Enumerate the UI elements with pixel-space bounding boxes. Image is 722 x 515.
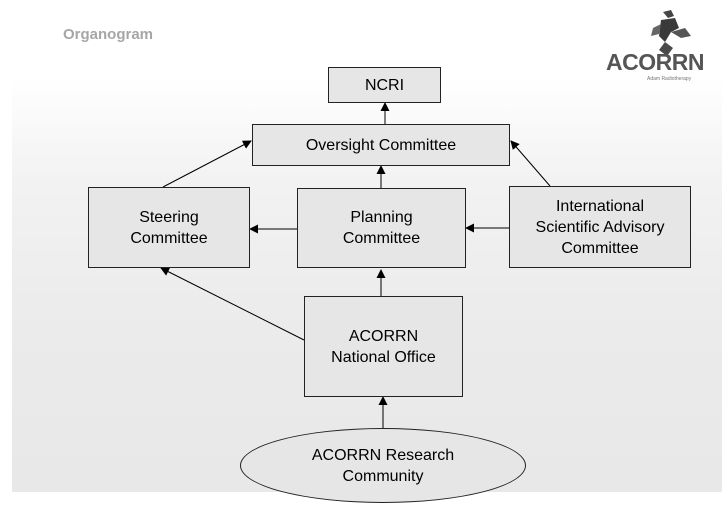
node-international-scientific-advisory-committee: International Scientific Advisory Commit… xyxy=(509,186,691,268)
node-acorrn-national-office: ACORRN National Office xyxy=(304,296,463,397)
node-isac-line1: International xyxy=(555,197,645,215)
node-acorrn-research-community: ACORRN Research Community xyxy=(240,428,526,503)
node-oversight-committee: Oversight Committee xyxy=(252,124,510,166)
node-planning-line1: Planning xyxy=(350,209,413,226)
logo-wordmark: ACORRN xyxy=(606,49,704,75)
node-office-line1: ACORRN xyxy=(348,327,419,345)
node-steering-line2: Committee xyxy=(130,229,208,247)
node-office-line2: National Office xyxy=(331,348,436,366)
node-planning-committee: Planning Committee xyxy=(297,188,466,268)
node-steering-committee: Steering Committee xyxy=(88,187,250,268)
logo-tagline: Adam Radiotherapy xyxy=(647,76,692,82)
node-ncri-label: NCRI xyxy=(364,76,405,94)
node-ncri: NCRI xyxy=(328,67,441,103)
logo-figure-icon xyxy=(651,10,691,56)
node-planning-line2: Committee xyxy=(342,230,421,247)
slide-title: Organogram xyxy=(63,26,154,43)
acorrn-logo: ACORRN Adam Radiotherapy xyxy=(601,6,711,94)
node-steering-line1: Steering xyxy=(139,208,199,226)
node-isac-line3: Committee xyxy=(561,239,639,257)
node-community-line2: Community xyxy=(342,467,424,485)
node-oversight-label: Oversight Committee xyxy=(305,136,457,154)
node-isac-line2: Scientific Advisory xyxy=(535,218,665,236)
node-community-line1: ACORRN Research xyxy=(311,446,455,464)
